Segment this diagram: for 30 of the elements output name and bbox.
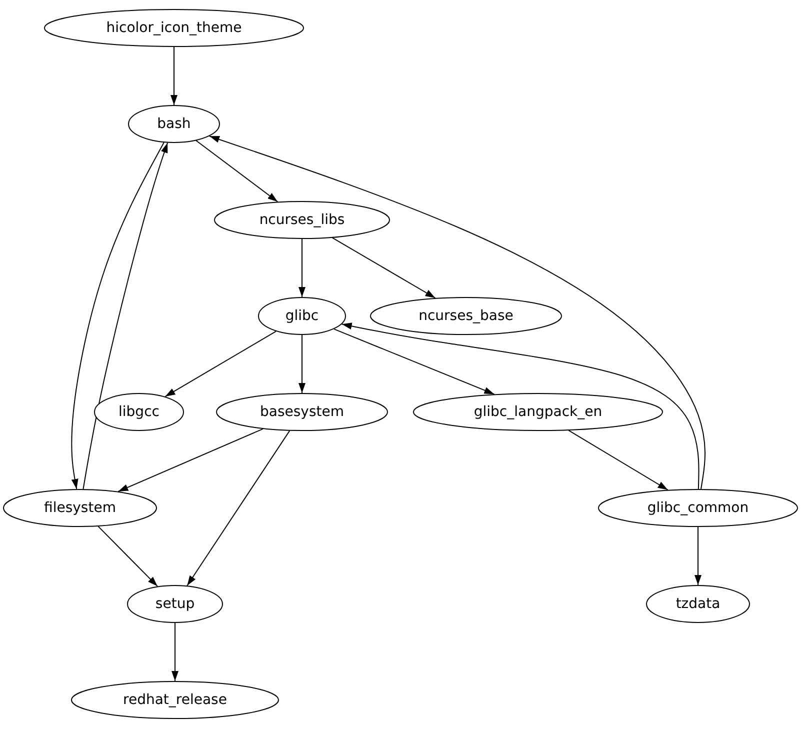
package-name: ncurses_base — [418, 308, 514, 324]
arrow — [694, 526, 702, 586]
arrow — [71, 142, 164, 490]
package-name: setup — [155, 596, 195, 612]
package-name: bash — [157, 116, 191, 132]
arrow — [186, 430, 290, 586]
package-name: redhat_release — [123, 692, 227, 708]
arrow — [568, 430, 668, 490]
arrow — [164, 330, 276, 398]
arrow — [208, 136, 706, 490]
arrow — [298, 334, 306, 394]
package-name: tzdata — [676, 596, 720, 612]
package-name: basesystem — [260, 404, 344, 420]
arrow — [334, 328, 495, 395]
arrow — [118, 428, 264, 492]
package-name: libgcc — [118, 404, 160, 420]
package-name: glibc — [285, 308, 319, 324]
arrow — [332, 237, 436, 298]
package-name: ncurses_libs — [259, 212, 345, 228]
package-name: filesystem — [44, 500, 116, 516]
arrow — [98, 526, 158, 587]
arrow — [172, 622, 178, 682]
package-name: hicolor_icon_theme — [106, 20, 242, 36]
arrow — [341, 322, 700, 490]
arrow — [298, 238, 306, 298]
arrow — [170, 46, 178, 106]
arrow — [196, 140, 278, 202]
arrow — [82, 142, 168, 490]
package-name: glibc_common — [647, 500, 749, 516]
package-name: glibc_langpack_en — [474, 404, 602, 420]
